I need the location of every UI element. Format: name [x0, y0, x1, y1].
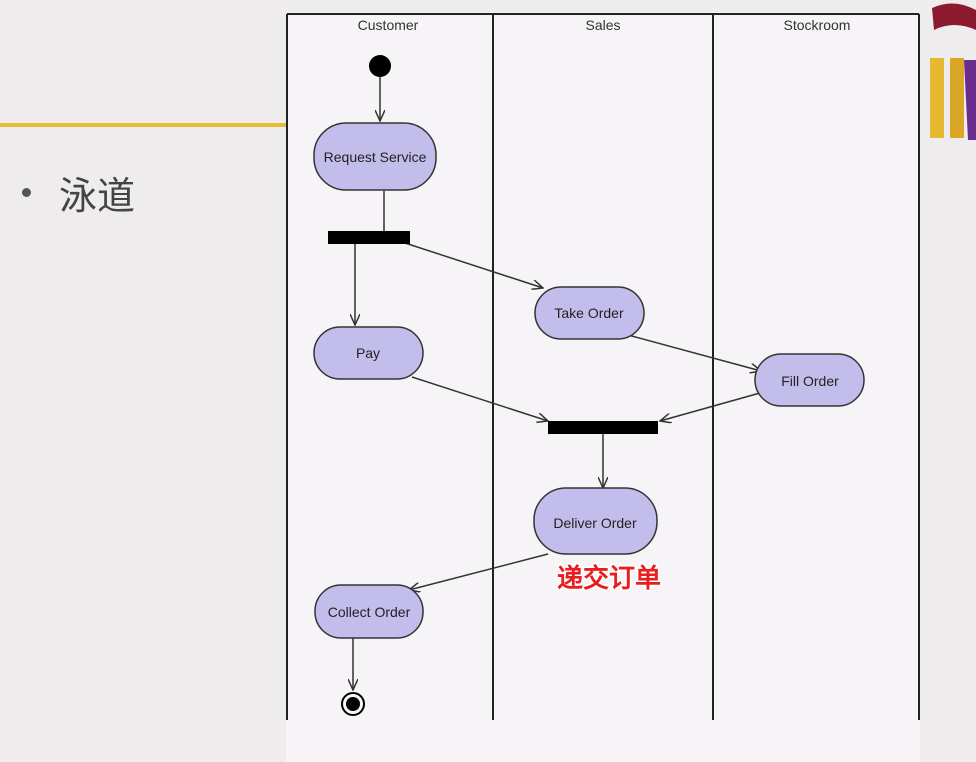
flow-edge — [409, 553, 549, 590]
activity-take-order: Take Order — [534, 286, 645, 340]
uml-logo-icon — [930, 3, 976, 140]
activity-label: Request Service — [324, 149, 427, 165]
join-bar — [548, 421, 658, 434]
activity-label: Take Order — [554, 305, 624, 321]
activity-label: Deliver Order — [553, 515, 637, 531]
bullet-text: 泳道 — [59, 174, 136, 218]
annotation-text: 递交订单 — [557, 563, 661, 594]
bullet-item: 泳道 — [22, 165, 135, 220]
flow-edge — [404, 242, 543, 288]
activity-request-service: Request Service — [313, 122, 437, 191]
initial-node — [369, 55, 391, 77]
lane-title-stockroom: Stockroom — [784, 17, 851, 33]
final-node — [341, 692, 365, 716]
activity-pay: Pay — [313, 326, 424, 380]
activity-collect-order: Collect Order — [314, 584, 424, 639]
activity-label: Collect Order — [328, 604, 411, 620]
lane-title-customer: Customer — [358, 17, 419, 33]
fork-bar — [328, 231, 410, 244]
activity-fill-order: Fill Order — [754, 353, 865, 407]
activity-deliver-order: Deliver Order — [533, 487, 658, 555]
activity-label: Fill Order — [781, 373, 839, 389]
flow-edge — [660, 392, 761, 421]
flow-edge — [411, 376, 548, 421]
slide-accent-line — [0, 123, 290, 127]
activity-label: Pay — [356, 345, 380, 361]
lane-title-sales: Sales — [585, 17, 620, 33]
bullet-icon — [22, 188, 31, 197]
flow-edge — [627, 334, 761, 371]
